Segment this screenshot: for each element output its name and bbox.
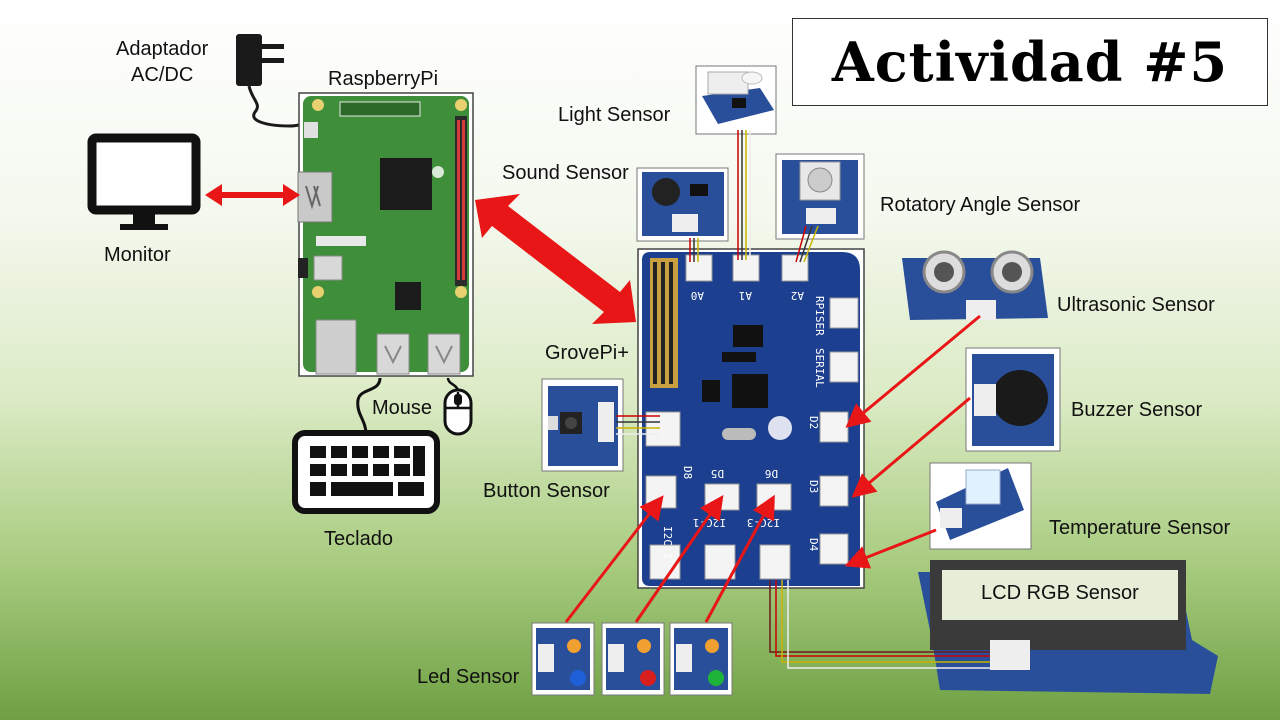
- led-green-module: [669, 622, 733, 696]
- pi-grovepi-link-arrow: [475, 194, 636, 324]
- connection-arrows: [564, 314, 981, 623]
- ultrasonic-sensor-label: Ultrasonic Sensor: [1057, 294, 1215, 316]
- led-sensor-modules: [531, 622, 733, 696]
- temperature-sensor-label: Temperature Sensor: [1049, 517, 1231, 539]
- monitor-label: Monitor: [104, 244, 171, 266]
- raspberrypi-label: RaspberryPi: [328, 68, 439, 90]
- keyboard-label: Teclado: [324, 528, 393, 550]
- grovepi-label: GrovePi+: [545, 342, 629, 364]
- adapter-label: Adaptador AC/DC: [116, 38, 209, 86]
- svg-text:A1: A1: [739, 289, 752, 302]
- keyboard-icon: [292, 377, 440, 514]
- title-box: Actividad #5: [792, 18, 1268, 106]
- ultrasonic-sensor-module: [902, 250, 1048, 320]
- raspberrypi-board: [297, 92, 474, 377]
- svg-text:D2: D2: [807, 416, 820, 429]
- svg-text:A0: A0: [691, 289, 704, 302]
- adapter-icon: [236, 34, 310, 128]
- led-blue-module: [531, 622, 595, 696]
- led-red-module: [601, 622, 665, 696]
- buzzer-sensor-module: [965, 347, 1061, 452]
- lcd-sensor-label: LCD RGB Sensor: [981, 582, 1139, 604]
- temperature-sensor-module: [929, 462, 1032, 550]
- mouse-label: Mouse: [372, 397, 433, 419]
- svg-text:D6: D6: [765, 467, 778, 480]
- sound-sensor-label: Sound Sensor: [502, 162, 629, 184]
- monitor-icon: [87, 133, 201, 230]
- svg-text:RPISER: RPISER: [813, 296, 826, 336]
- led-sensor-label: Led Sensor: [417, 666, 520, 688]
- buzzer-sensor-label: Buzzer Sensor: [1071, 399, 1203, 421]
- svg-text:D4: D4: [807, 538, 820, 552]
- mouse-icon: [443, 377, 473, 436]
- sound-sensor-module: [636, 167, 729, 242]
- rotary-sensor-label: Rotatory Angle Sensor: [880, 194, 1081, 216]
- button-sensor-module: [541, 378, 624, 472]
- light-sensor-label: Light Sensor: [558, 104, 671, 126]
- thin-cables: [616, 130, 990, 669]
- monitor-link-arrow: [205, 184, 300, 206]
- lcd-rgb-module: [918, 560, 1218, 694]
- svg-text:I2C-2: I2C-2: [661, 526, 674, 559]
- svg-text:D5: D5: [711, 467, 724, 480]
- light-sensor-module: [695, 65, 777, 135]
- svg-text:D8: D8: [681, 466, 694, 479]
- svg-text:A2: A2: [791, 289, 804, 302]
- button-sensor-label: Button Sensor: [483, 480, 610, 502]
- rotary-angle-sensor-module: [775, 153, 865, 240]
- svg-text:SERIAL: SERIAL: [813, 348, 826, 388]
- svg-text:D3: D3: [807, 480, 820, 493]
- page-title: Actividad #5: [831, 30, 1229, 94]
